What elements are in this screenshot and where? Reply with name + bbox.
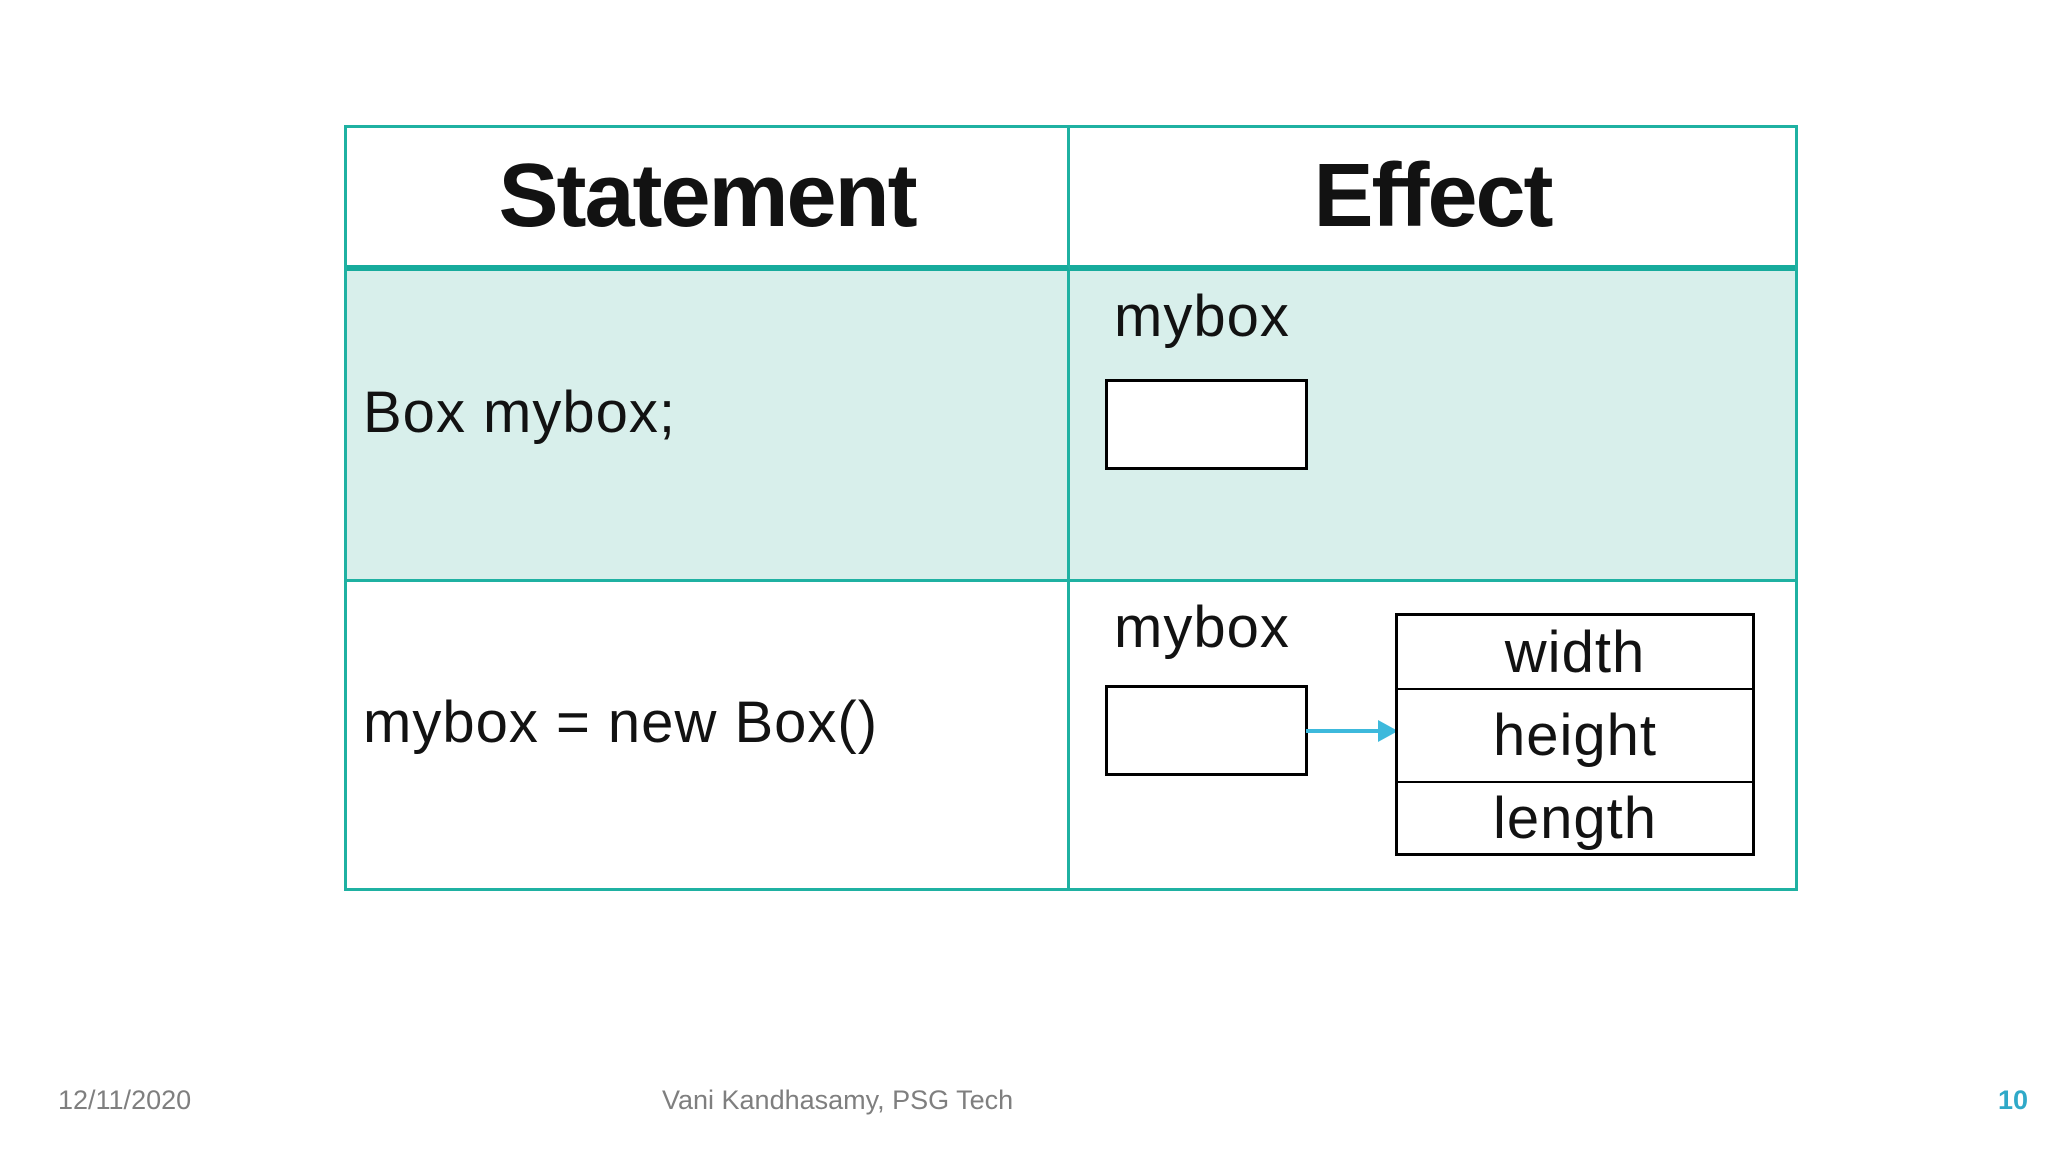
slide-page-number: 10 bbox=[1997, 1085, 2028, 1115]
object-fields-box: width height length bbox=[1395, 613, 1755, 856]
row2-statement-cell: mybox = new Box() bbox=[347, 582, 1070, 888]
row1-statement-cell: Box mybox; bbox=[347, 271, 1070, 582]
row2-effect-cell: mybox width height length bbox=[1070, 582, 1795, 888]
header-cell-effect: Effect bbox=[1070, 128, 1795, 271]
row1-statement-text: Box mybox; bbox=[363, 379, 676, 445]
row1-effect-cell: mybox bbox=[1070, 271, 1795, 582]
footer-date: 12/11/2020 bbox=[58, 1085, 192, 1115]
row2-statement-text: mybox = new Box() bbox=[363, 689, 879, 755]
row1-empty-reference-box bbox=[1105, 379, 1308, 470]
reference-arrow-icon bbox=[1306, 716, 1398, 746]
header-cell-statement: Statement bbox=[347, 128, 1070, 271]
row1-variable-label: mybox bbox=[1114, 284, 1290, 349]
row2-reference-box bbox=[1105, 685, 1308, 776]
field-row-width: width bbox=[1504, 619, 1646, 685]
row2-variable-label: mybox bbox=[1114, 595, 1290, 660]
statement-effect-table: Statement Effect Box mybox; mybox mybox … bbox=[344, 125, 1798, 891]
header-effect-label: Effect bbox=[1313, 146, 1553, 246]
footer-credit: Vani Kandhasamy, PSG Tech bbox=[662, 1085, 1014, 1115]
header-statement-label: Statement bbox=[498, 146, 917, 246]
field-row-height: height bbox=[1398, 688, 1752, 781]
field-row-length: length bbox=[1398, 781, 1752, 853]
